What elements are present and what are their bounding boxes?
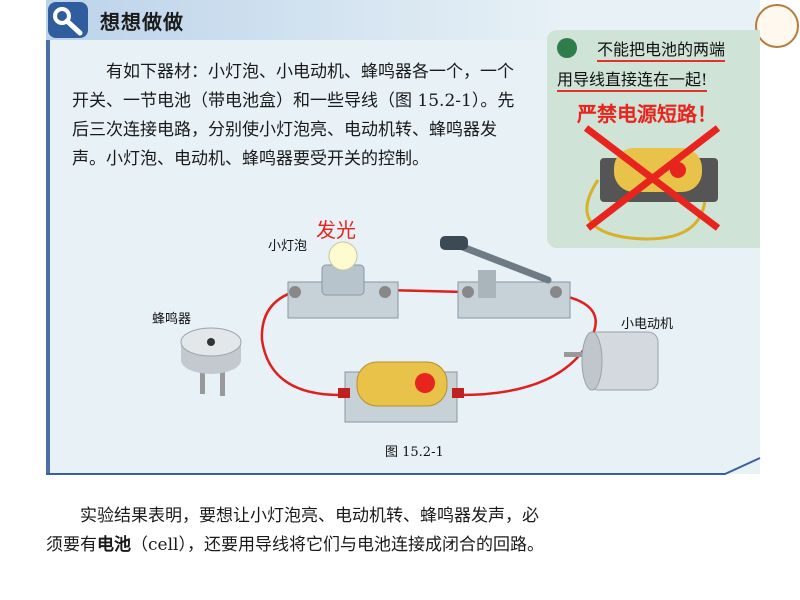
conclusion-part2: （cell），还要用导线将它们与电池连接成闭合的回路。 — [131, 535, 544, 555]
label-motor: 小电动机 — [621, 317, 674, 332]
wrench-icon — [48, 2, 88, 38]
bulb-component — [287, 241, 399, 319]
warning-line-2: 用导线直接连在一起! — [557, 66, 708, 92]
label-bulb: 小灯泡 — [268, 239, 308, 254]
conclusion-text: 实验结果表明，要想让小灯泡亮、电动机转、蜂鸣器发声，必须要有电池（cell），还… — [46, 502, 546, 560]
label-glow: 发光 — [316, 218, 356, 242]
conclusion-paragraph: 实验结果表明，要想让小灯泡亮、电动机转、蜂鸣器发声，必须要有电池（cell），还… — [46, 502, 546, 560]
motor-component — [564, 331, 659, 391]
buzzer-component — [180, 327, 242, 396]
warning-box — [547, 30, 760, 248]
panel-edge — [46, 0, 50, 474]
battery-component — [338, 361, 464, 423]
conclusion-bold-term: 电池 — [97, 535, 131, 555]
leaf-icon — [557, 38, 577, 58]
seal-logo — [755, 4, 799, 48]
short-circuit-illustration — [583, 125, 721, 241]
wire-left — [260, 288, 341, 397]
short-circuit-warning: 严禁电源短路！ — [577, 102, 717, 126]
label-buzzer: 蜂鸣器 — [152, 312, 192, 327]
conclusion-part1: 实验结果表明，要想让小灯泡亮、电动机转、蜂鸣器发声，必须要有 — [46, 506, 539, 555]
figure-caption: 图 15.2-1 — [385, 445, 444, 460]
header-bar — [46, 0, 566, 40]
switch-component — [440, 236, 571, 319]
warning-line-1: 不能把电池的两端 — [597, 36, 726, 62]
intro-paragraph: 有如下器材：小灯泡、小电动机、蜂鸣器各一个，一个开关、一节电池（带电池盒）和一些… — [72, 58, 527, 174]
intro-text: 有如下器材：小灯泡、小电动机、蜂鸣器各一个，一个开关、一节电池（带电池盒）和一些… — [72, 62, 515, 169]
section-title: 想想做做 — [100, 10, 184, 34]
